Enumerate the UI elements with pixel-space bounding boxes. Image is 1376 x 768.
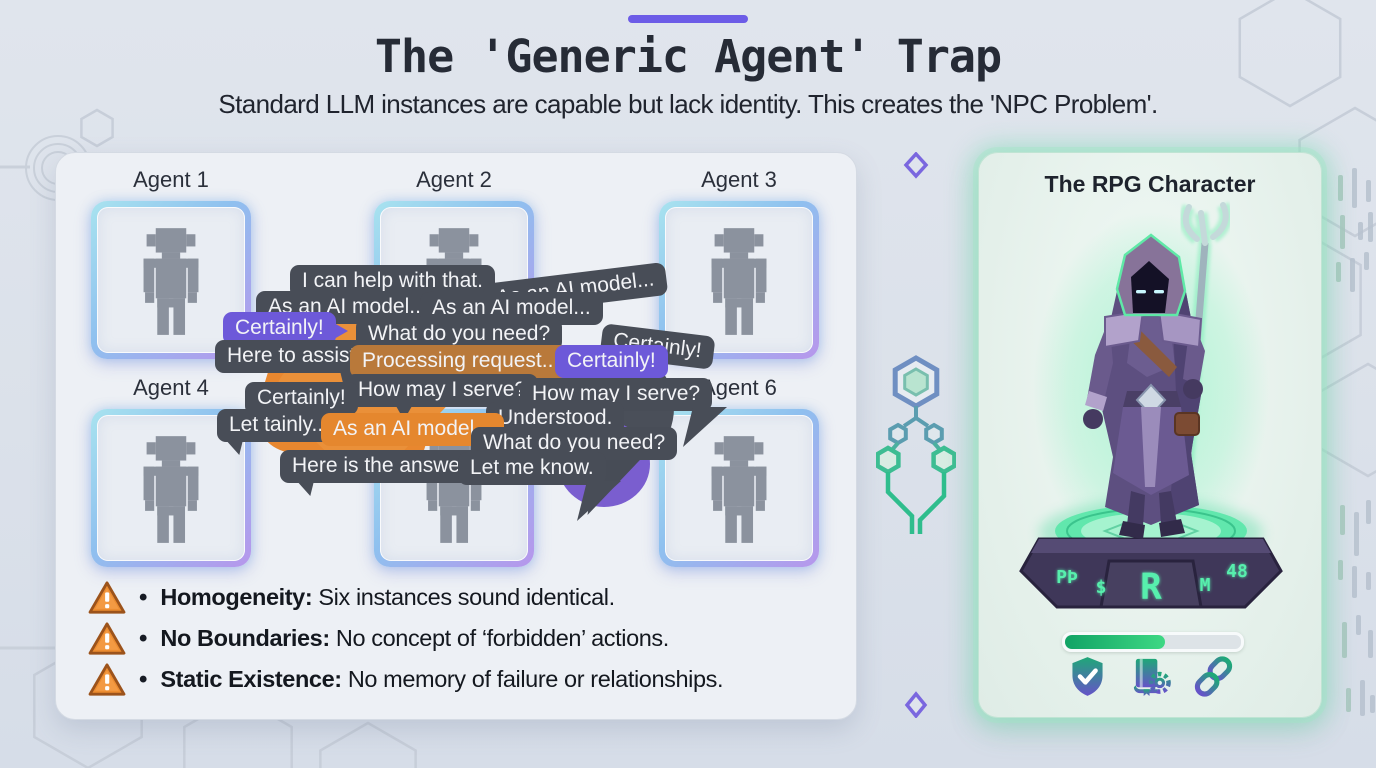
svg-text:$: $ (1096, 577, 1107, 598)
progress-fill (1065, 635, 1166, 649)
agent-label: Agent 2 (416, 167, 492, 192)
rpg-character-art: PÞ $ R M 48 PÞ $ R M 48 (1019, 202, 1283, 609)
agent-label: Agent 3 (701, 167, 777, 192)
warning-text: No Boundaries: No concept of ‘forbidden’… (160, 625, 669, 651)
header-accent-bar (628, 15, 748, 23)
warning-icon (88, 621, 126, 655)
page-title: The 'Generic Agent' Trap (374, 30, 1002, 83)
hooded-character-figure (1083, 202, 1233, 539)
warning-text: Static Existence: No memory of failure o… (160, 666, 724, 692)
progress-bar (1062, 632, 1244, 652)
platform-rune: R (1140, 567, 1162, 608)
glowing-eyes (1136, 290, 1164, 294)
diamond-top-icon (903, 152, 929, 179)
chain-link-icon (1194, 656, 1232, 697)
agent-label: Agent 1 (133, 167, 209, 192)
agent-label: Agent 6 (701, 375, 777, 400)
warning-list: • Homogeneity: Six instances sound identi… (88, 577, 724, 700)
robot-silhouette-icon (711, 228, 767, 335)
bullet-dot: • (139, 624, 148, 652)
rpg-icon-row (979, 655, 1321, 698)
divider-graphic (876, 152, 956, 718)
circuit-hex-cluster (876, 355, 956, 534)
bullet-dot: • (139, 665, 148, 693)
speech-bubble: How may I serve? (346, 374, 539, 421)
speech-bubble-cluster: I can help with that.As an AI model...As… (56, 153, 856, 719)
svg-text:PÞ: PÞ (1056, 567, 1078, 588)
generic-agents-panel: Agent 1 Agent 2 Agent 3 (55, 152, 857, 720)
warning-item: • Homogeneity: Six instances sound identi… (88, 577, 723, 618)
agent-box (91, 201, 251, 359)
robot-silhouette-icon (711, 436, 767, 543)
platform-rune: M (1200, 575, 1211, 596)
svg-text:R: R (1140, 567, 1162, 608)
agent-label: Agent 4 (133, 375, 209, 400)
robot-silhouette-icon (143, 228, 199, 335)
shield-check-icon (1071, 657, 1103, 696)
svg-text:M: M (1200, 575, 1211, 596)
robot-silhouette-icon (143, 436, 199, 543)
warning-item: • No Boundaries: No concept of ‘forbidden… (88, 618, 723, 659)
speech-bubble: Let me know. (458, 452, 606, 486)
warning-item: • Static Existence: No memory of failure … (88, 659, 724, 700)
platform-rune: PÞ (1056, 567, 1078, 588)
svg-text:48: 48 (1226, 561, 1248, 582)
diamond-bottom-icon (904, 691, 928, 718)
rpg-character-card: The RPG Character (978, 152, 1322, 718)
agent-box (659, 201, 819, 359)
rpg-card-title: The RPG Character (1044, 171, 1256, 197)
book-gear-icon (1133, 658, 1171, 697)
warning-icon (88, 662, 126, 696)
speech-bubble: Certainly! (555, 345, 668, 379)
warning-icon (88, 580, 126, 614)
character-platform: PÞ $ R M 48 PÞ $ R M 48 (1019, 499, 1283, 609)
page-subtitle: Standard LLM instances are capable but l… (218, 89, 1158, 119)
bullet-dot: • (139, 583, 148, 611)
platform-rune: 48 (1226, 561, 1248, 582)
platform-rune: $ (1096, 577, 1107, 598)
speech-bubble: Processing request... (350, 345, 572, 379)
speech-bubble: Here to assist! (215, 340, 374, 374)
speech-bubble: Here is the answer: (280, 450, 485, 484)
speech-bubble: Let tainly.. (217, 409, 336, 443)
warning-text: Homogeneity: Six instances sound identic… (160, 584, 615, 610)
